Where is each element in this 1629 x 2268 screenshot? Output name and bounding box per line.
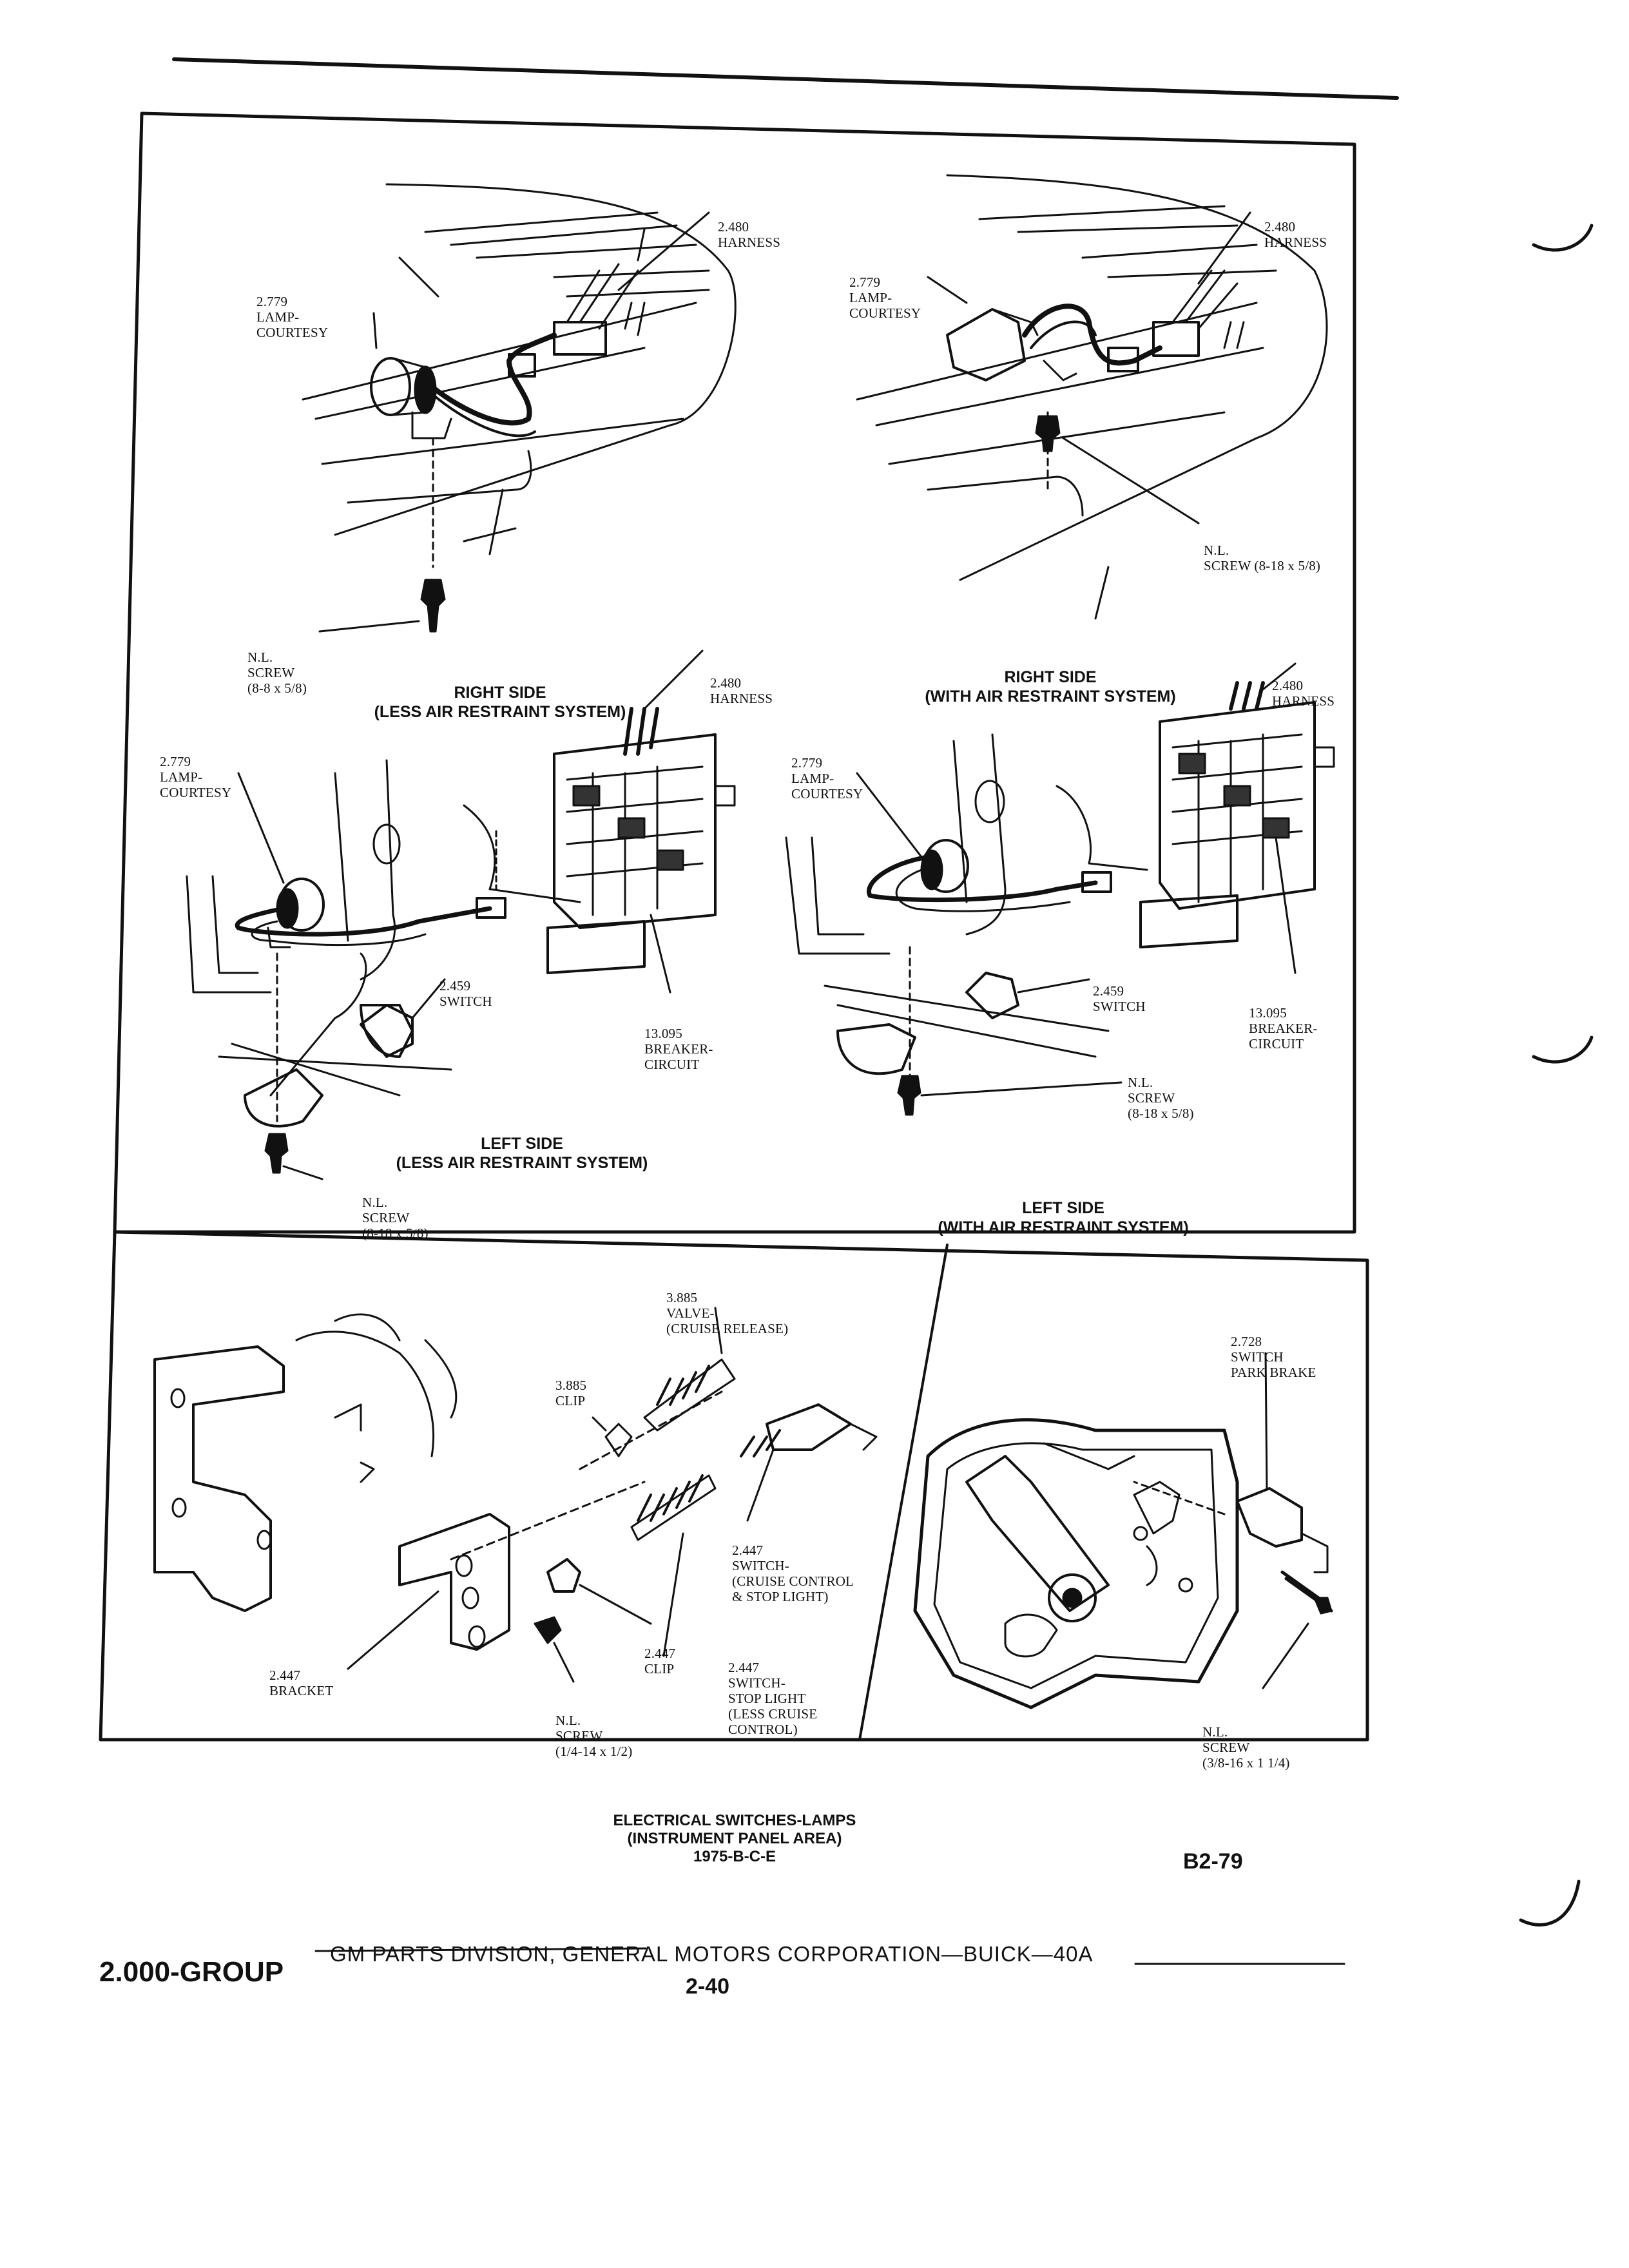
figure-caption: ELECTRICAL SWITCHES-LAMPS(INSTRUMENT PAN… xyxy=(613,1812,856,1865)
left-side-with-drawing xyxy=(785,662,1335,1116)
bottom-screw-label: N.L.SCREW(1/4-14 x 1/2) xyxy=(555,1713,633,1759)
right-with-caption: RIGHT SIDE(WITH AIR RESTRAINT SYSTEM) xyxy=(925,668,1176,706)
right-side-with-drawing xyxy=(856,174,1328,620)
left-side-less-drawing xyxy=(186,649,736,1180)
park-brake-drawing xyxy=(913,1352,1333,1709)
left-with-screw-label: N.L.SCREW(8-18 x 5/8) xyxy=(1128,1075,1194,1121)
right-with-screw-label: N.L.SCREW (8-18 x 5/8) xyxy=(1204,543,1321,573)
footer-line: GM PARTS DIVISION, GENERAL MOTORS CORPOR… xyxy=(330,1942,1094,1966)
right-less-screw-label: N.L.SCREW(8-8 x 5/8) xyxy=(247,649,307,696)
left-less-caption: LEFT SIDE(LESS AIR RESTRAINT SYSTEM) xyxy=(396,1135,648,1172)
figure-code: B2-79 xyxy=(1183,1849,1243,1874)
right-less-caption: RIGHT SIDE(LESS AIR RESTRAINT SYSTEM) xyxy=(374,684,626,721)
park-brake-screw-label: N.L.SCREW(3/8-16 x 1 1/4) xyxy=(1202,1724,1290,1771)
right-side-less-drawing xyxy=(302,183,737,633)
margin-marks xyxy=(1519,224,1594,1927)
cruise-switch-drawing xyxy=(153,1307,878,1683)
page-frame xyxy=(99,57,1399,1965)
left-less-screw-label: N.L.SCREW(8-18 x 5/8) xyxy=(362,1195,429,1241)
left-with-caption: LEFT SIDE(WITH AIR RESTRAINT SYSTEM) xyxy=(938,1199,1189,1236)
group-label: 2.000-GROUP xyxy=(99,1956,284,1988)
page-number: 2-40 xyxy=(686,1974,730,1999)
